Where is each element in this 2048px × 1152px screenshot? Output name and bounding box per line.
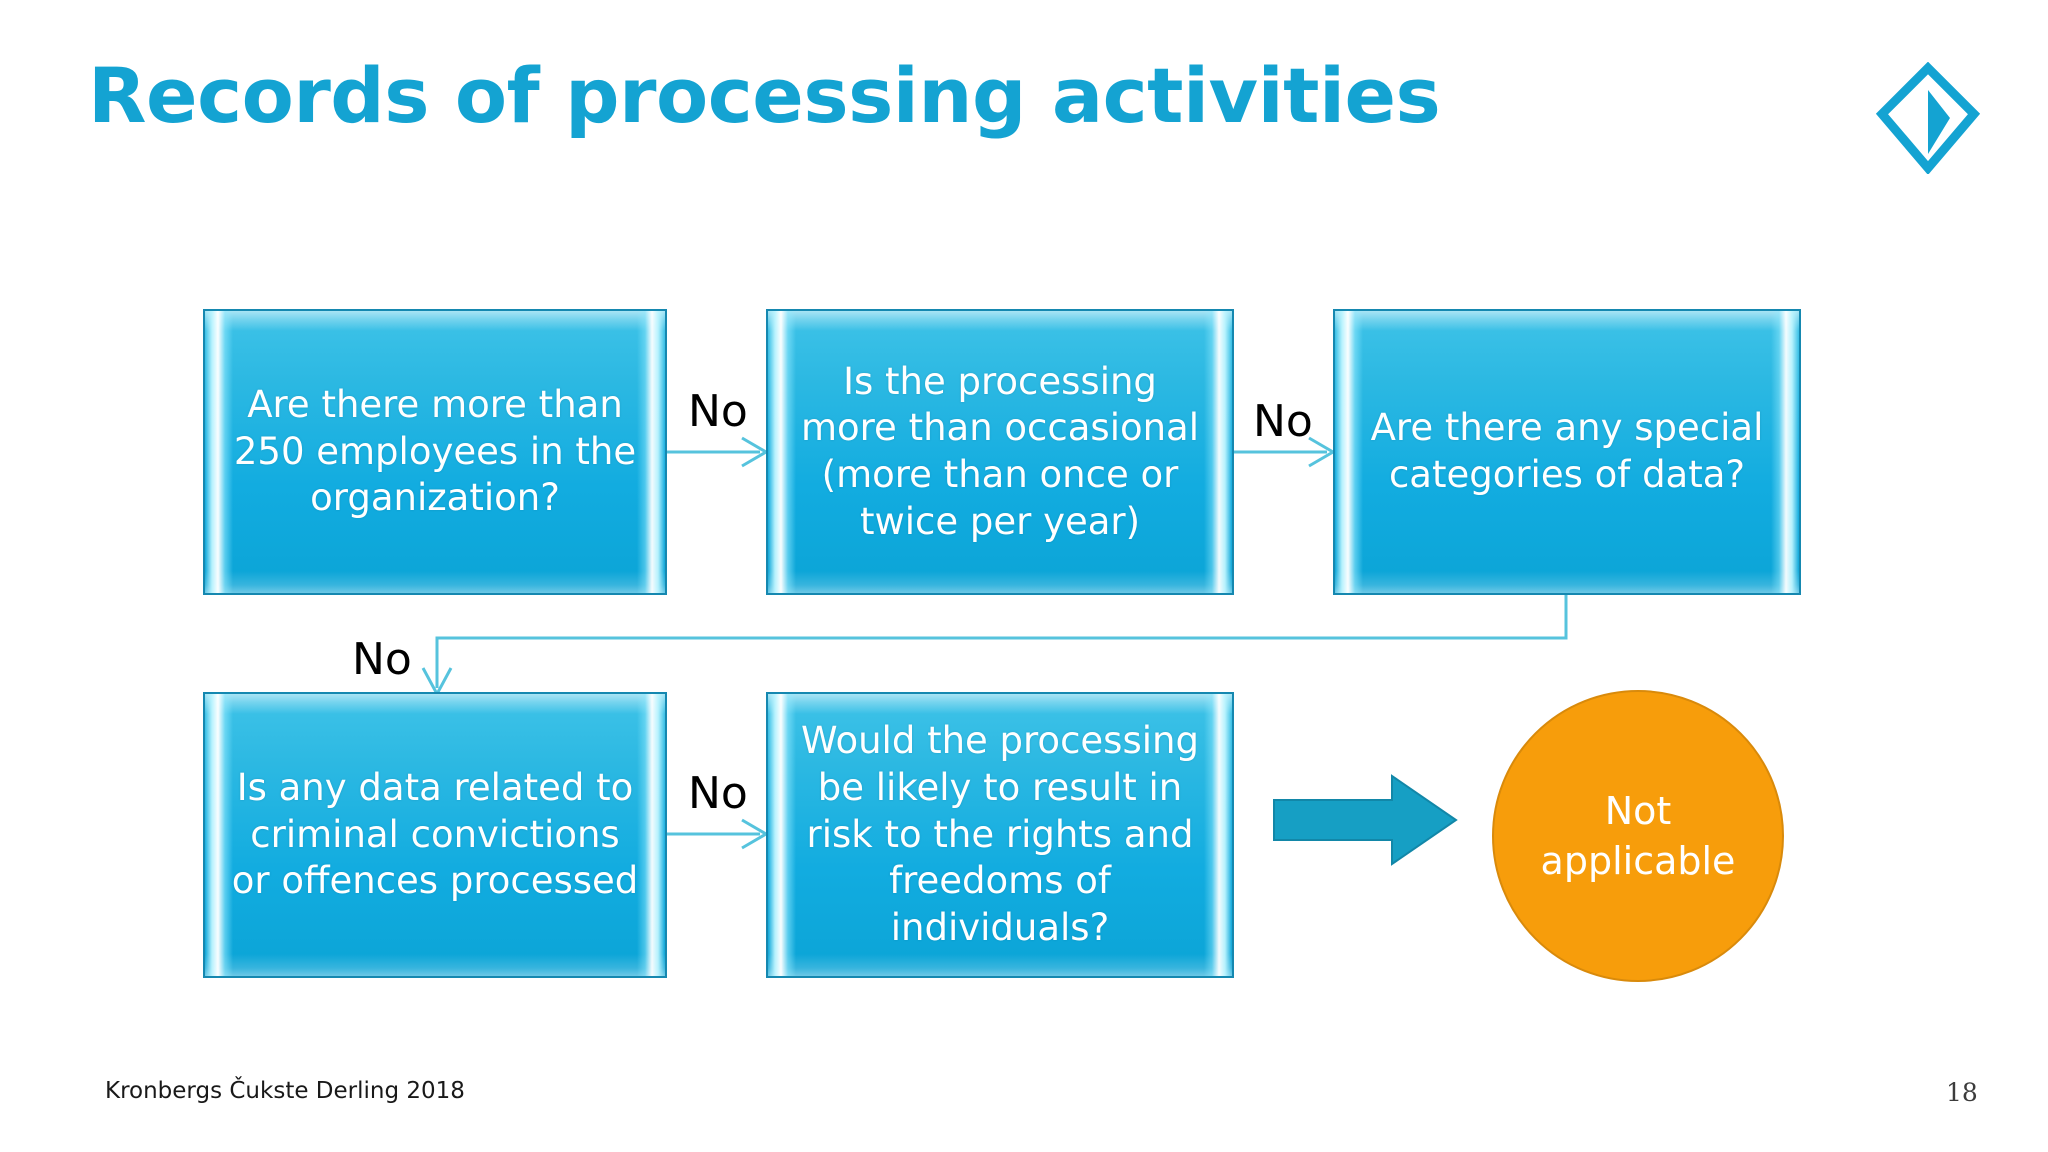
flow-box-special-categories[interactable]: Are there any special categories of data… bbox=[1333, 309, 1801, 595]
flow-box-criminal-convictions[interactable]: Is any data related to criminal convicti… bbox=[203, 692, 667, 978]
result-line-2: applicable bbox=[1540, 839, 1736, 883]
flow-box-risk[interactable]: Would the processing be likely to result… bbox=[766, 692, 1234, 978]
flow-box-employees-label: Are there more than 250 employees in the… bbox=[233, 383, 637, 520]
result-line-1: Not bbox=[1604, 788, 1672, 833]
result-not-applicable[interactable]: Not applicable bbox=[1492, 690, 1784, 982]
flow-box-criminal-convictions-label: Is any data related to criminal convicti… bbox=[231, 766, 639, 903]
flow-box-risk-label: Would the processing be likely to result… bbox=[801, 719, 1199, 949]
edge-label-no-4: No bbox=[688, 768, 748, 819]
right-block-arrow-icon bbox=[1272, 772, 1458, 868]
edge-label-no-2: No bbox=[1253, 396, 1313, 447]
edge-label-no-3: No bbox=[352, 634, 412, 685]
footer-credit: Kronbergs Čukste Derling 2018 bbox=[105, 1078, 465, 1104]
kite-diamond-logo bbox=[1875, 61, 1981, 175]
flow-box-occasional[interactable]: Is the processing more than occasional (… bbox=[766, 309, 1234, 595]
flow-box-employees[interactable]: Are there more than 250 employees in the… bbox=[203, 309, 667, 595]
flow-box-special-categories-label: Are there any special categories of data… bbox=[1370, 406, 1764, 496]
page-number: 18 bbox=[1946, 1078, 1978, 1107]
edge-label-no-1: No bbox=[688, 386, 748, 437]
page-title: Records of processing activities bbox=[88, 51, 1441, 140]
result-not-applicable-label: Not applicable bbox=[1541, 786, 1736, 886]
flow-box-occasional-label: Is the processing more than occasional (… bbox=[800, 359, 1200, 543]
